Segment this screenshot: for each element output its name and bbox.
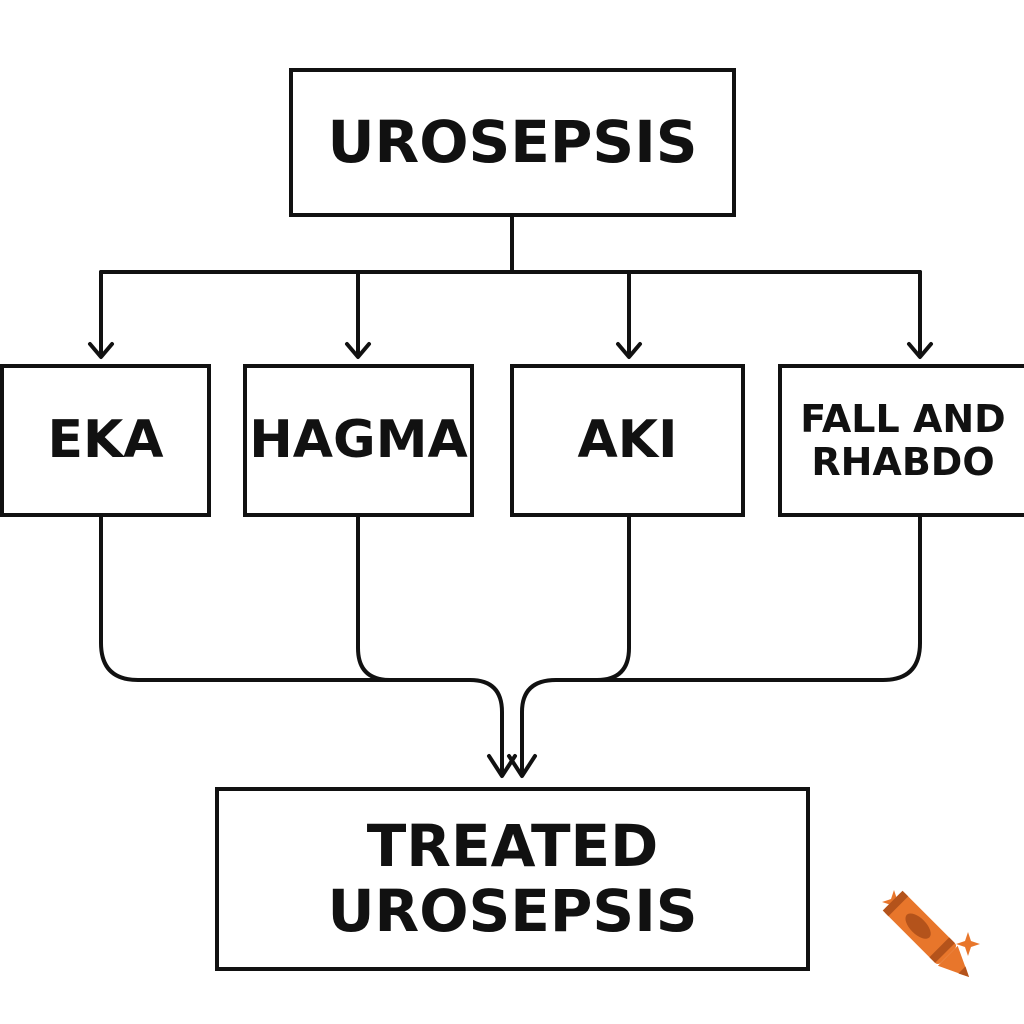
arrowhead-left xyxy=(487,754,517,778)
merge-from-hagma xyxy=(356,515,392,682)
arrow-to-fall xyxy=(907,270,933,359)
arrow-to-aki xyxy=(616,270,642,359)
sparkle-icon xyxy=(956,932,980,956)
root-node-urosepsis: UROSEPSIS xyxy=(289,68,736,217)
crayon-icon xyxy=(882,890,980,978)
branch-node-label: FALL AND RHABDO xyxy=(800,396,1006,484)
arrow-to-eka xyxy=(88,270,114,359)
result-node-treated-urosepsis: TREATED UROSEPSIS xyxy=(215,787,810,971)
branch-node-label: AKI xyxy=(577,410,678,471)
branch-node-hagma: HAGMA xyxy=(243,364,474,517)
arrow-to-hagma xyxy=(345,270,371,359)
merge-from-fall xyxy=(520,515,922,777)
branch-node-label: EKA xyxy=(47,410,164,471)
branch-node-aki: AKI xyxy=(510,364,745,517)
branch-node-label: HAGMA xyxy=(249,410,468,471)
merge-from-eka xyxy=(99,515,504,777)
root-node-label: UROSEPSIS xyxy=(327,108,698,177)
merge-from-aki xyxy=(595,515,631,682)
result-node-label: TREATED UROSEPSIS xyxy=(327,812,698,945)
branch-node-eka: EKA xyxy=(0,364,211,517)
arrowhead-right xyxy=(507,754,537,778)
branch-node-fall-and-rhabdo: FALL AND RHABDO xyxy=(778,364,1024,517)
